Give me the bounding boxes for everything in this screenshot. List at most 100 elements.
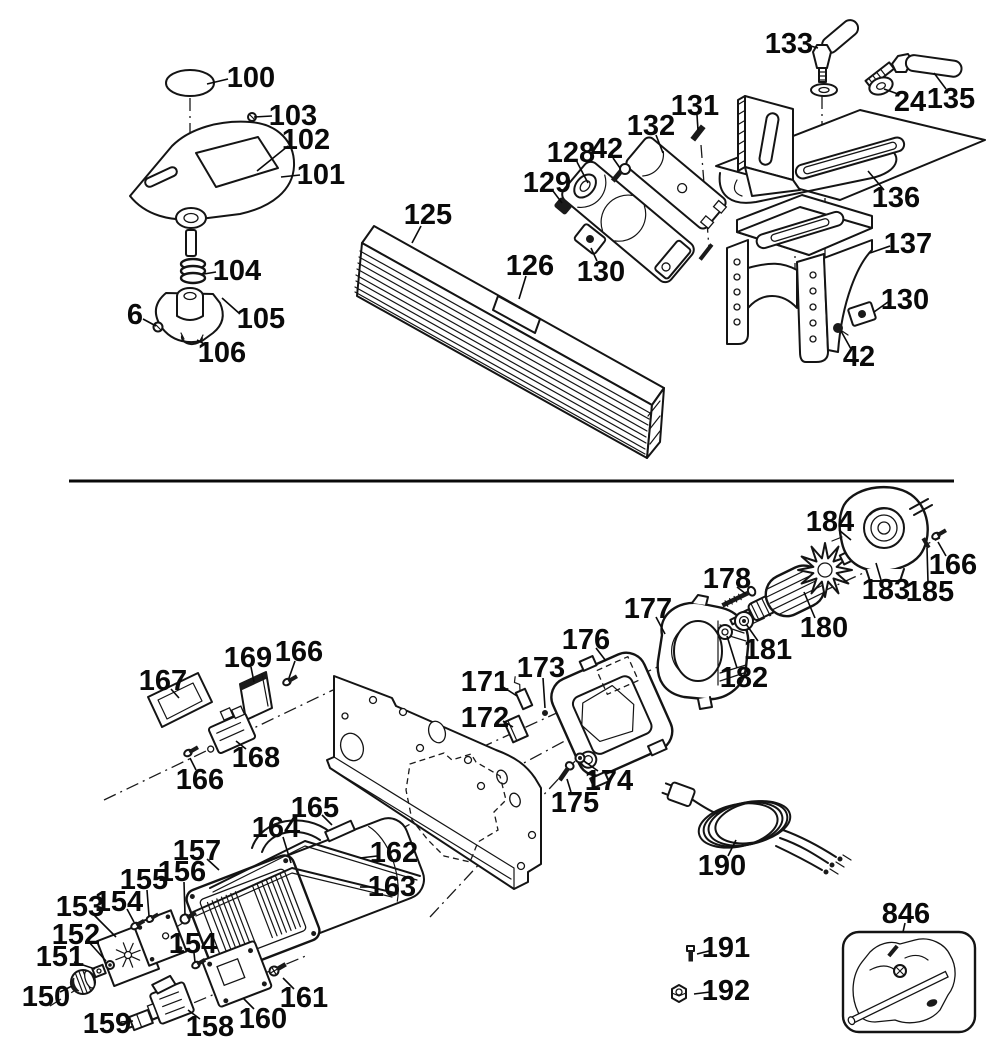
leader-103 xyxy=(253,115,273,118)
leader-136 xyxy=(867,170,885,191)
callout-161: 161 xyxy=(280,982,328,1014)
fence-label-plate-126 xyxy=(492,295,541,334)
callout-180: 180 xyxy=(800,612,848,644)
screw-166-mid xyxy=(282,674,298,687)
callout-105: 105 xyxy=(237,303,285,335)
spring-104 xyxy=(179,257,207,285)
leader-24 xyxy=(883,88,899,95)
leader-165 xyxy=(321,814,333,826)
callout-158: 158 xyxy=(186,1011,234,1043)
screw-42-left xyxy=(610,163,631,183)
clamp-bar-128 xyxy=(561,160,695,284)
callout-154: 154 xyxy=(95,886,143,918)
leader-100 xyxy=(206,78,229,85)
depth-stop-assembly xyxy=(129,69,296,346)
chip-deflector-105 xyxy=(155,287,224,344)
screw-103 xyxy=(247,112,257,122)
callout-163: 163 xyxy=(368,871,416,903)
pin-185 xyxy=(921,537,931,549)
screw-154-lower xyxy=(191,958,207,970)
fence-extrusion-125 xyxy=(354,225,665,459)
callout-137: 137 xyxy=(884,228,932,260)
callout-177: 177 xyxy=(624,593,672,625)
square-nut-130-right xyxy=(847,301,877,327)
leader-175 xyxy=(566,778,572,793)
callout-181: 181 xyxy=(744,634,792,666)
callout-178: 178 xyxy=(703,563,751,595)
callout-183: 183 xyxy=(862,574,910,606)
screw-166-low xyxy=(183,745,199,758)
plate-window-102 xyxy=(195,136,279,188)
leader-185 xyxy=(926,547,929,583)
leader-133 xyxy=(806,44,819,49)
callout-132: 132 xyxy=(627,110,675,142)
leader-171 xyxy=(502,686,518,697)
callout-166: 166 xyxy=(176,764,224,796)
leader-184 xyxy=(838,529,852,541)
callout-151: 151 xyxy=(36,941,84,973)
leader-106 xyxy=(196,339,209,347)
callout-152: 152 xyxy=(52,919,100,951)
screw-154-upper xyxy=(130,919,146,931)
nut-129 xyxy=(554,197,572,215)
callout-106: 106 xyxy=(198,337,246,369)
callout-125: 125 xyxy=(404,199,452,231)
leader-160 xyxy=(242,997,255,1010)
callout-159: 159 xyxy=(83,1008,131,1040)
leader-156 xyxy=(183,881,186,916)
clamp-bar-132 xyxy=(625,136,728,230)
callout-129: 129 xyxy=(523,167,571,199)
callout-173: 173 xyxy=(517,652,565,684)
leader-130 xyxy=(873,301,889,313)
switch-168 xyxy=(207,705,257,754)
screw-6 xyxy=(152,321,164,333)
wire-162 xyxy=(209,840,421,893)
callout-171: 171 xyxy=(461,666,509,698)
leader-166 xyxy=(937,541,947,557)
leader-169 xyxy=(250,666,255,683)
leader-167 xyxy=(170,688,180,699)
screw-191 xyxy=(686,945,695,962)
connector-159 xyxy=(124,1008,154,1032)
callout-101: 101 xyxy=(297,159,345,191)
leader-183 xyxy=(875,562,882,581)
leader-154 xyxy=(193,952,196,963)
callout-176: 176 xyxy=(562,624,610,656)
hardware-kit-846 xyxy=(841,930,977,1034)
callout-6: 6 xyxy=(127,299,143,331)
mounting-panel xyxy=(326,675,542,890)
leader-128 xyxy=(576,161,589,184)
leader-158 xyxy=(187,1009,201,1020)
callout-182: 182 xyxy=(720,662,768,694)
callout-168: 168 xyxy=(232,742,280,774)
callout-100: 100 xyxy=(227,62,275,94)
callout-166: 166 xyxy=(929,549,977,581)
leader-135 xyxy=(933,72,947,90)
leader-164 xyxy=(282,836,292,864)
leader-846 xyxy=(902,922,906,933)
motor-housing-176 xyxy=(550,651,674,789)
leader-192 xyxy=(693,991,711,995)
callout-24: 24 xyxy=(894,86,926,118)
plate-101 xyxy=(129,120,296,229)
callout-184: 184 xyxy=(806,506,854,538)
brush-cap-171 xyxy=(513,676,534,711)
callout-42: 42 xyxy=(591,133,623,165)
callout-154: 154 xyxy=(169,928,217,960)
leader-126 xyxy=(518,275,527,300)
callout-157: 157 xyxy=(173,835,221,867)
nut-192 xyxy=(671,984,687,1003)
callout-167: 167 xyxy=(139,665,187,697)
leader-177 xyxy=(655,616,666,635)
leader-104 xyxy=(203,271,217,275)
knob-100 xyxy=(165,69,215,97)
callout-130: 130 xyxy=(577,256,625,288)
leader-101 xyxy=(280,174,301,178)
leader-190 xyxy=(727,839,737,857)
fence-angle-plate xyxy=(737,95,801,197)
leader-178 xyxy=(736,586,747,595)
leader-173 xyxy=(542,677,546,709)
